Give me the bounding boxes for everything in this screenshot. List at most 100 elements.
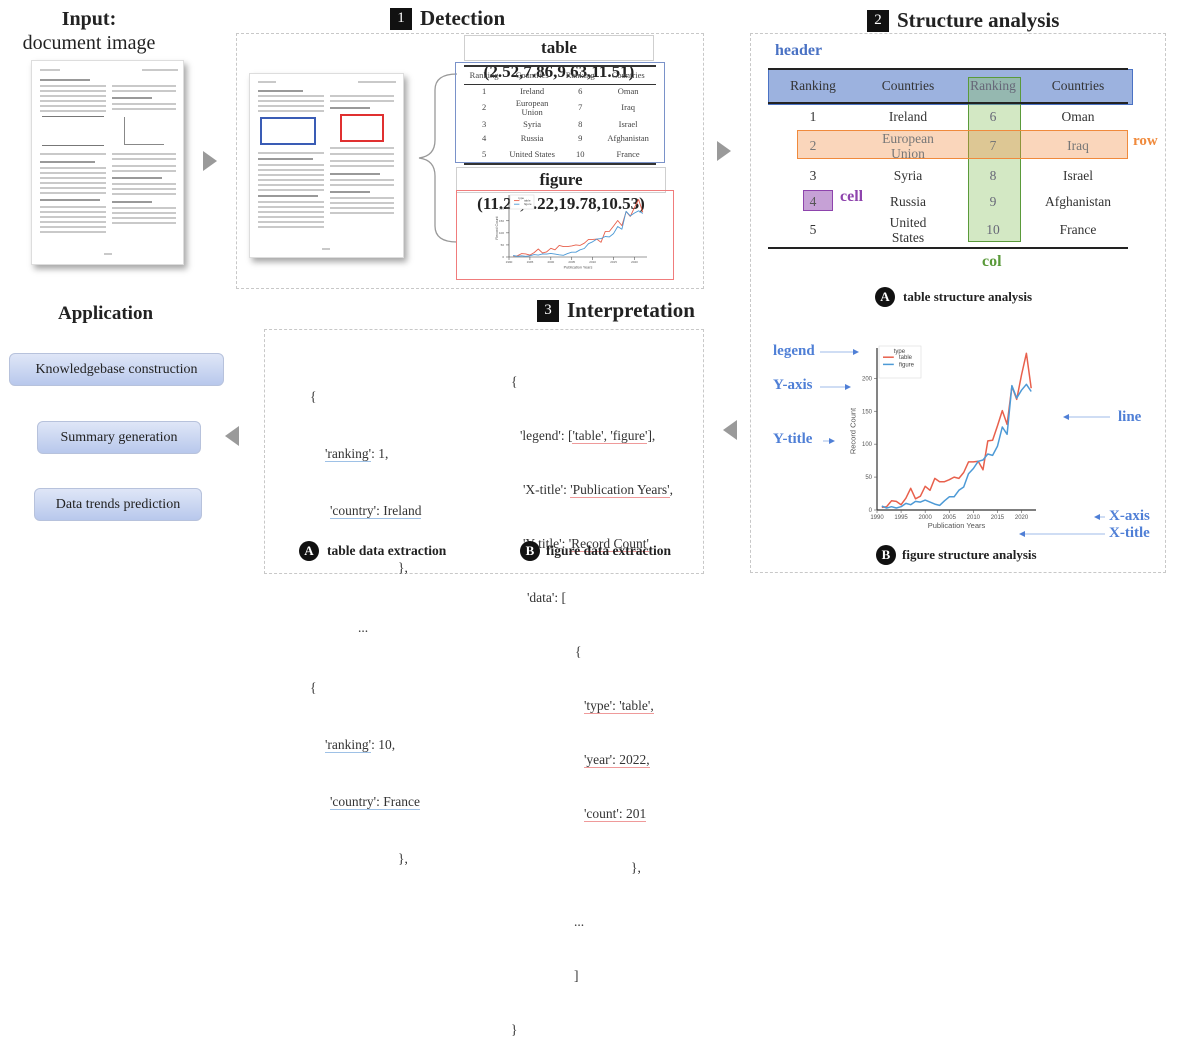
y-axis-title: Record Count [848,407,857,454]
summary-generation-button[interactable]: Summary generation [37,421,201,454]
legend-label-figure: figure [899,362,915,368]
code-value: : France [376,794,420,810]
table-cell: 4 [809,193,817,209]
x-tick-label: 1990 [506,260,513,264]
code-brace: } [511,1022,518,1037]
detected-table-box [260,117,316,145]
y-tick-label: 0 [502,255,504,259]
input-title-line1: Input: [61,8,117,30]
x-tick-label: 2015 [610,260,617,264]
detected-document [249,73,404,258]
badge-a: A [299,541,319,561]
legend-title: type [894,349,906,355]
table-header-cell: Countries [515,69,549,80]
data-trends-prediction-button[interactable]: Data trends prediction [34,488,202,521]
code-punct: ], [647,428,656,443]
y-tick-label: 100 [499,231,504,235]
y-tick-label: 150 [862,409,873,415]
y-axis-annotation: Y-axis [773,377,813,393]
table-cell: Russia [889,193,926,209]
code-line: 'count': 201 [584,806,647,822]
badge-a: A [875,287,895,307]
table-cell: 1 [809,108,817,124]
x-tick-label: 1995 [527,260,534,264]
structure-title: 2 Structure analysis [867,8,1059,33]
knowledgebase-construction-button[interactable]: Knowledgebase construction [9,353,224,386]
x-tick-label: 2005 [943,515,957,521]
row-annotation: row [1133,133,1158,149]
x-axis-title: Publication Years [928,521,986,530]
table-cell: United States [889,215,927,245]
table-cell: Russia [520,133,544,144]
table-cell: 5 [481,148,487,159]
step-3-badge: 3 [537,299,559,322]
detected-figure-box [340,114,384,142]
code-line: 'type': 'table', [584,698,654,714]
figure-data-code: { 'legend': ['table', 'figure'], 'X-titl… [511,337,673,1057]
header-highlight [768,69,1133,105]
table-cell: 6 [989,108,997,124]
table-detection-label: table (2.52,7.86,9.63,11.51) [464,35,654,81]
code-value: : 10, [371,737,396,752]
table-cell: 9 [578,133,583,144]
table-cell: 10 [575,148,585,159]
table-cell: European Union [515,98,549,117]
table-cell: 3 [481,119,487,130]
table-cell: 9 [989,193,997,209]
code-bracket: ] [574,968,579,983]
detection-title-text: Detection [420,6,506,30]
x-tick-label: 2020 [631,260,638,264]
header-annotation: header [775,42,823,59]
x-axis-annotation: X-axis [1109,508,1150,524]
y-tick-label: 200 [499,207,504,211]
table-cell: 4 [481,133,487,144]
structure-title-text: Structure analysis [897,8,1060,32]
x-tick-label: 2010 [589,260,596,264]
table-cell: France [1059,222,1097,238]
code-key: 'ranking' [325,737,372,753]
table-cell: 10 [986,222,1000,238]
interpretation-title-text: Interpretation [567,298,695,322]
code-value: : 1, [371,446,389,461]
x-tick-label: 2020 [1015,515,1029,521]
input-document-image [31,60,184,265]
table-cell: 5 [809,222,817,238]
cell-annotation: cell [840,188,864,205]
figure-structure-caption-text: figure structure analysis [902,547,1037,562]
figure-extraction-caption: B figure data extraction [520,541,671,561]
x-axis-title: Publication Years [564,266,593,270]
legend-annotation: legend [773,343,815,359]
table-cell: 1 [481,85,487,96]
y-axis-title: Record Count [495,215,499,239]
table-cell: Iraq [621,102,635,113]
input-title-line2: document image [22,32,156,54]
table-cell: Iraq [1067,138,1089,154]
table-cell: Afghanistan [607,133,649,144]
code-brace: { [310,389,317,404]
table-cell: Ireland [520,85,545,96]
table-cell: Afghanistan [1045,193,1111,209]
table-row: 4 Russia 9 Afghanistan [464,132,656,146]
x-title-annotation: X-title [1109,525,1150,541]
table-header-cell: Ranking [970,77,1016,93]
code-ellipsis: ... [574,914,585,929]
legend-box [878,345,922,379]
y-tick-label: 50 [865,475,872,481]
code-line: 'year': 2022, [584,752,650,768]
table-data-code: { 'ranking': 1, 'country': Ireland }, ..… [310,349,422,887]
table-header-cell: Countries [1051,77,1105,93]
interpretation-panel [264,329,704,574]
legend-label-table: table [899,355,913,361]
figure-extraction-caption-text: figure data extraction [546,543,671,558]
table-header-cell: Countries [881,77,935,93]
y-tick-label: 100 [862,442,873,448]
